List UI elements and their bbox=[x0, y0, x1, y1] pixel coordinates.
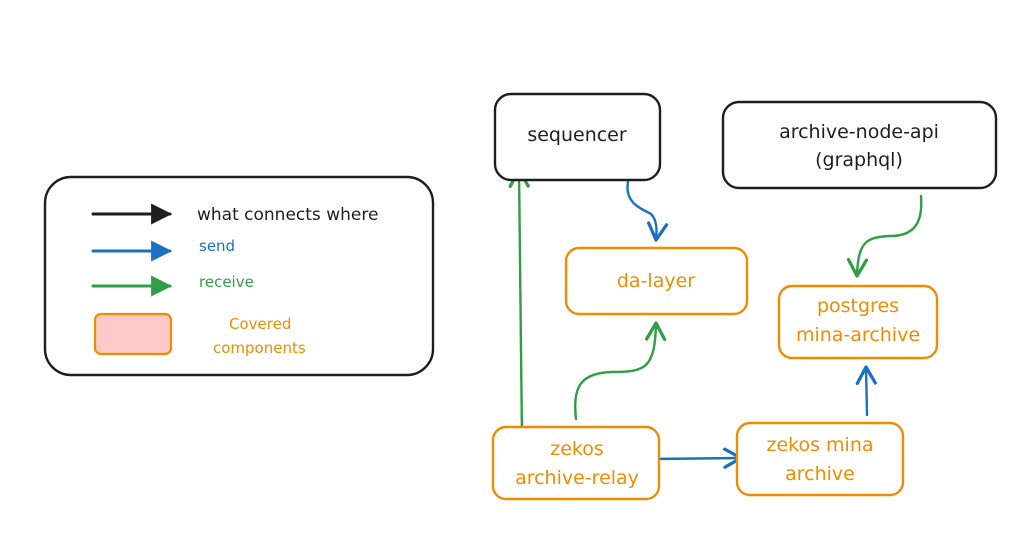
legend-label-send: send bbox=[199, 237, 235, 255]
legend-covered-swatch bbox=[93, 312, 173, 356]
legend-label-connects: what connects where bbox=[197, 205, 378, 225]
node-sequencer-box bbox=[493, 92, 662, 182]
legend-covered-line1: Covered bbox=[229, 315, 291, 333]
node-sequencer-label: sequencer bbox=[527, 124, 627, 146]
node-postgres-box bbox=[777, 284, 939, 360]
node-da-layer: da-layer bbox=[564, 246, 749, 316]
legend-covered-line2: components bbox=[213, 339, 306, 357]
node-zekos-relay-box bbox=[491, 425, 661, 501]
node-zekos-mina-archive: zekos mina archive bbox=[735, 421, 905, 497]
node-zekos-archive-relay: zekos archive-relay bbox=[491, 425, 661, 501]
node-postgres-mina-archive: postgres mina-archive bbox=[777, 284, 939, 360]
node-da-layer-label: da-layer bbox=[617, 270, 695, 292]
edge-relay-to-zekos-mina bbox=[649, 447, 743, 469]
edge-relay-to-sequencer bbox=[508, 168, 530, 440]
node-zekos-relay-line1: zekos bbox=[550, 438, 604, 460]
node-zekos-relay-line2: archive-relay bbox=[515, 467, 639, 489]
node-da-layer-box bbox=[564, 246, 749, 316]
node-postgres-line1: postgres bbox=[817, 295, 899, 317]
legend-label-receive: receive bbox=[199, 273, 254, 291]
node-archive-node-api-line2: (graphql) bbox=[815, 149, 903, 171]
node-postgres-line2: mina-archive bbox=[796, 324, 920, 346]
node-zekos-mina-line2: archive bbox=[785, 463, 855, 485]
legend: what connects where send receive Covered… bbox=[43, 175, 435, 377]
node-zekos-mina-box bbox=[735, 421, 905, 497]
edge-sequencer-to-da-layer bbox=[626, 180, 669, 242]
edge-api-to-postgres bbox=[846, 194, 923, 278]
node-archive-node-api-line1: archive-node-api bbox=[779, 121, 939, 143]
edge-relay-to-da-layer bbox=[573, 321, 667, 421]
edge-zekos-mina-to-postgres bbox=[855, 365, 877, 417]
node-archive-node-api: archive-node-api (graphql) bbox=[721, 100, 998, 190]
node-zekos-mina-line1: zekos mina bbox=[766, 434, 873, 456]
edges bbox=[508, 168, 923, 469]
node-sequencer: sequencer bbox=[493, 92, 662, 182]
node-archive-node-api-box bbox=[721, 100, 998, 190]
